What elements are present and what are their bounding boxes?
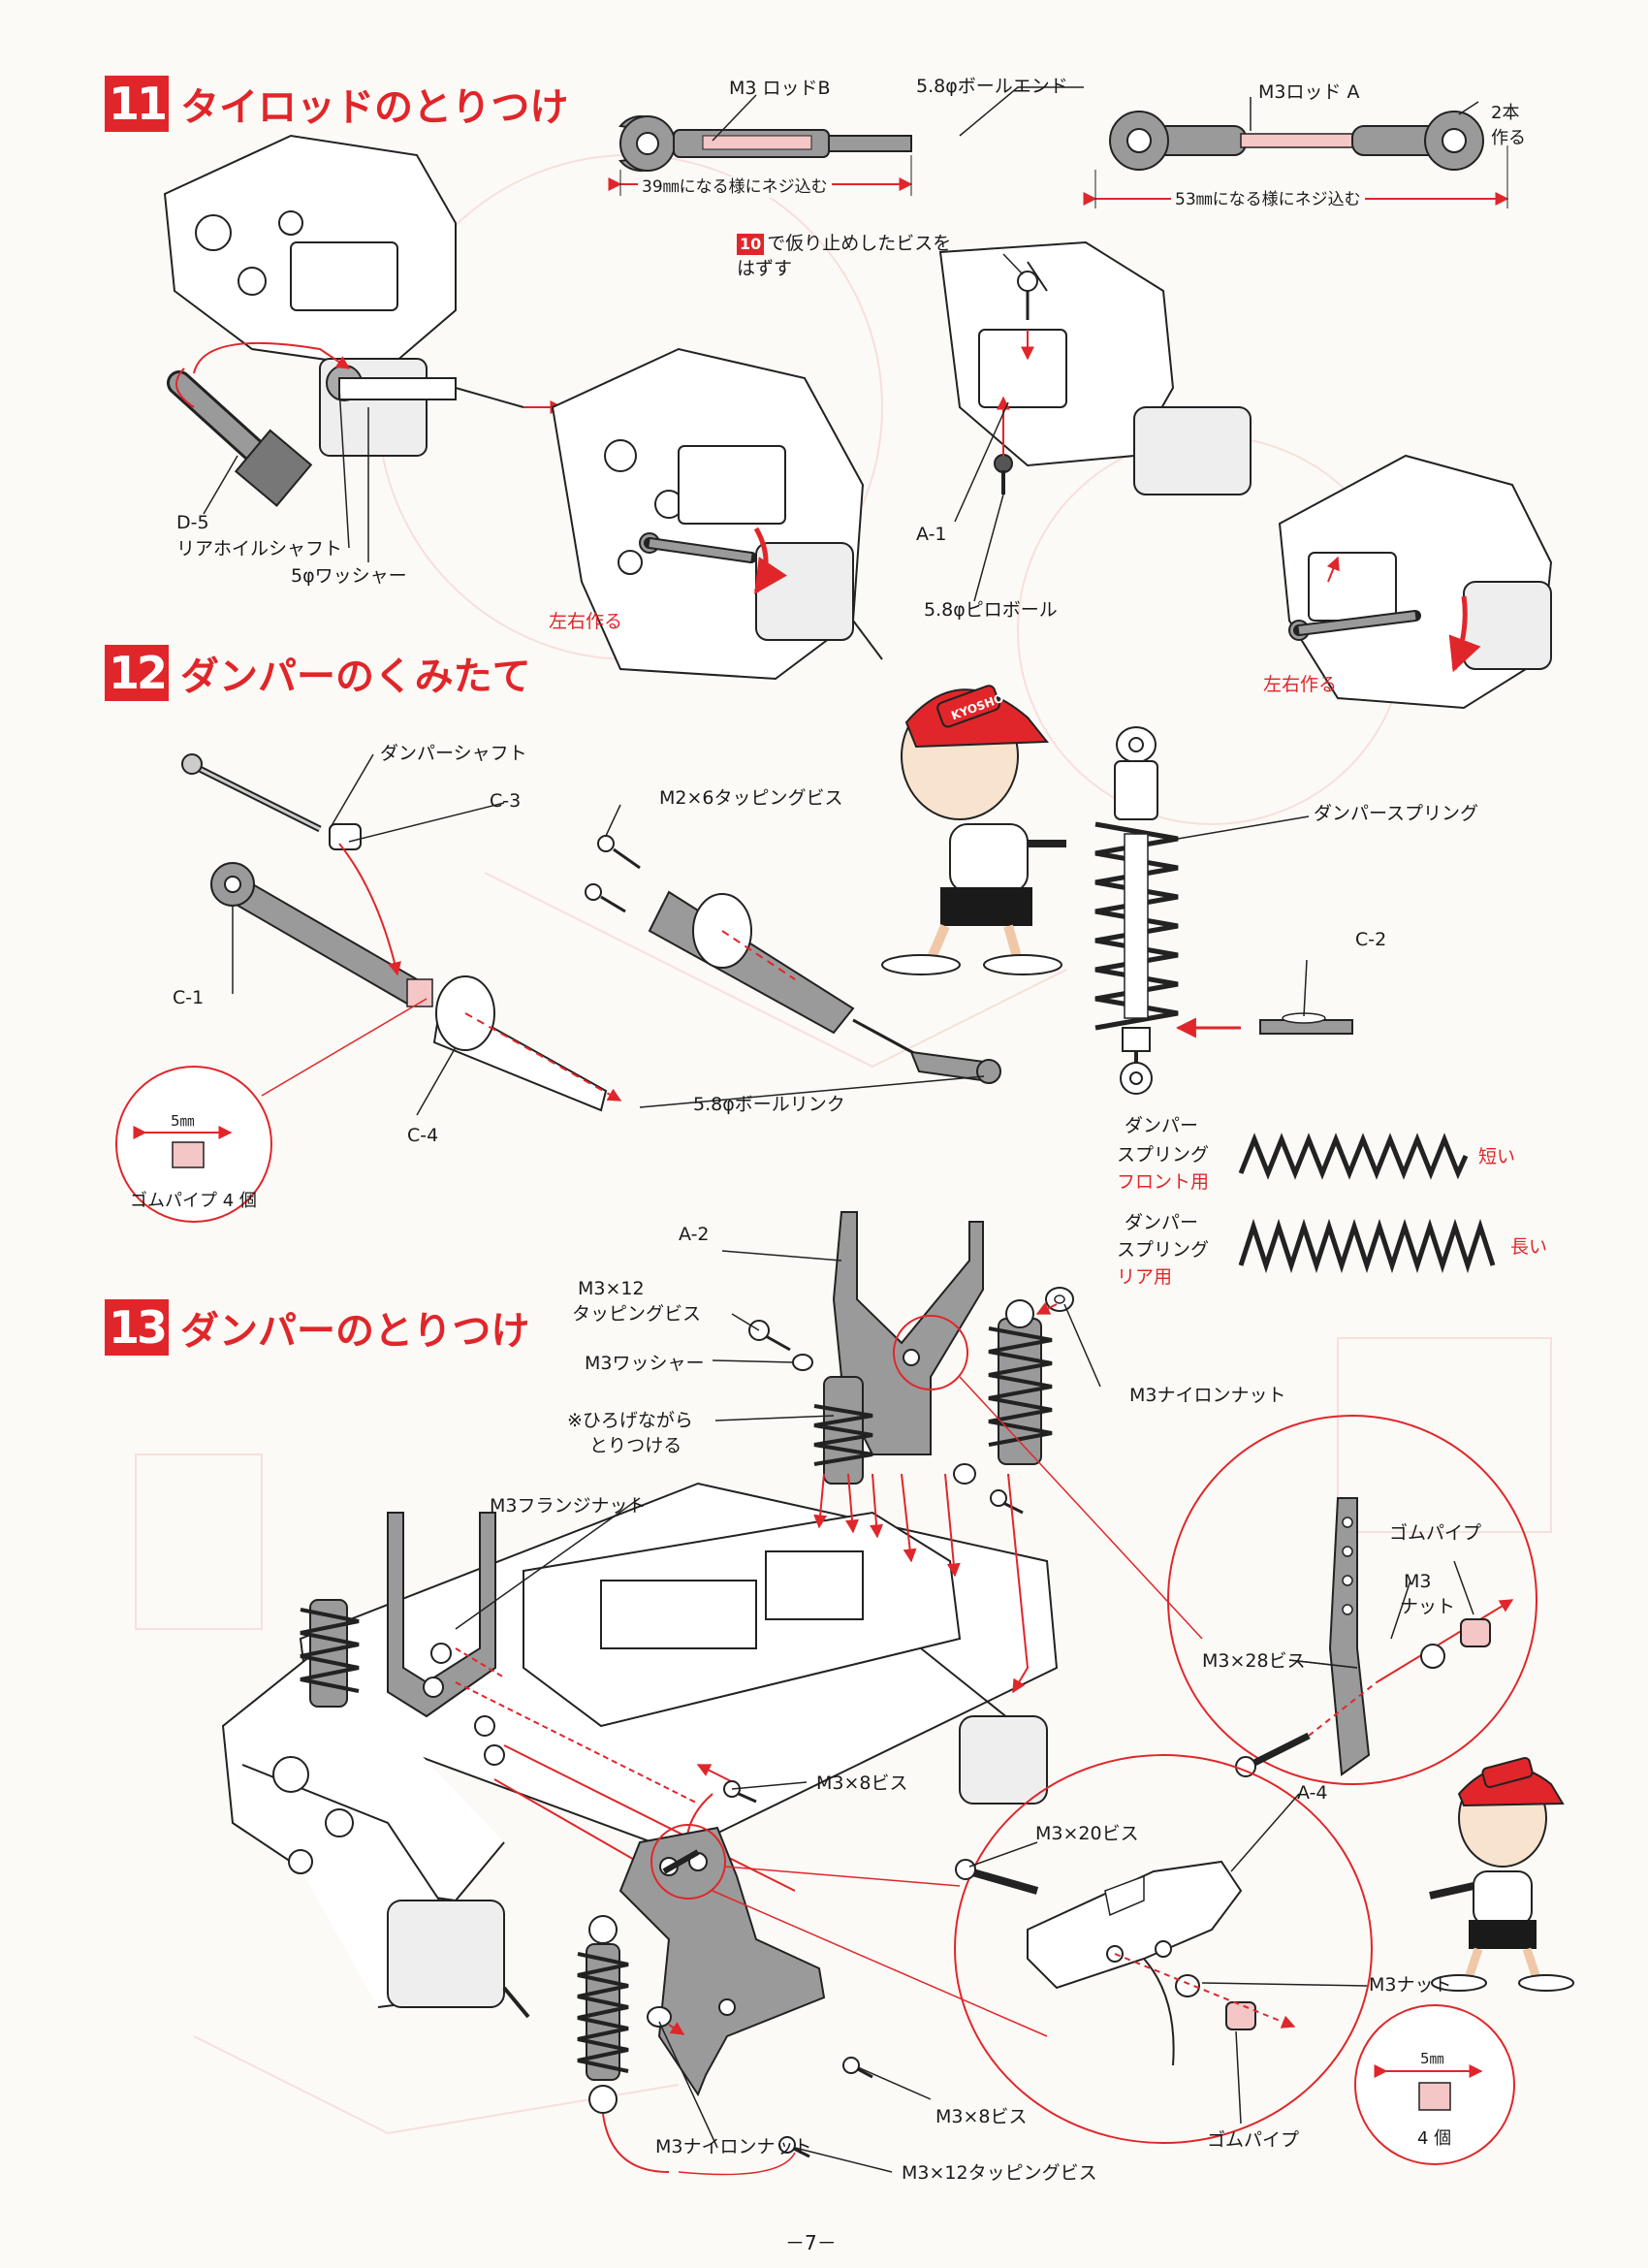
damper-spring-label: ダンパースプリング: [1314, 803, 1479, 824]
m3-nut-detail-line1: M3: [1404, 1571, 1432, 1592]
short-label: 短い: [1478, 1146, 1516, 1167]
remove-screw-note-line2: はずす: [737, 258, 793, 279]
leader-lines: [203, 86, 1479, 2173]
m3x8-screw-label-b: M3×8ビス: [935, 2106, 1028, 2127]
c2-label: C-2: [1355, 929, 1387, 950]
a2-label: A-2: [679, 1224, 710, 1245]
nylon-nut-label-bottom: M3ナイロンナット: [655, 2136, 812, 2157]
m3-nut-label: M3ナット: [1369, 1974, 1452, 1996]
tapping-screw-m2x6-label: M2×6タッピングビス: [659, 787, 843, 809]
make-two-note: 2本作る: [1491, 103, 1526, 148]
rod-a-dimension: 53㎜になる様にネジ込む: [1171, 189, 1365, 210]
front-damper-installed: [577, 1915, 670, 2173]
a4-label: A-4: [1297, 1782, 1328, 1804]
damper-right-installed: [988, 1299, 1053, 1465]
m3-washer-label: M3ワッシャー: [585, 1353, 705, 1374]
rear-damper-stay-installed: [300, 1512, 505, 1766]
rod-b-label: M3 ロッドB: [729, 78, 831, 99]
spread-note-line2: とりつける: [589, 1435, 682, 1456]
chassis-sketch-3: [938, 240, 1252, 495]
chassis-sketch-2: [551, 347, 883, 681]
a4-detail-ellipse: [954, 1754, 1373, 2144]
rubber-pipe-label-bottom: ゴムパイプ: [1207, 2129, 1300, 2151]
section-11-title: タイロッドのとりつけ: [180, 85, 569, 130]
section-12-title: ダンパーのくみたて: [180, 655, 531, 699]
rubber-pipe-dim: 5㎜: [171, 1112, 195, 1130]
rubber-pipe-count-2: 4 個: [1417, 2128, 1452, 2149]
damper-cap-c4: [432, 975, 622, 1112]
spring-front-short: [1238, 1133, 1469, 1180]
tap12-label-bottom: M3×12タッピングビス: [902, 2162, 1097, 2184]
rear-spring-line1: ダンパー: [1125, 1212, 1199, 1233]
damper-left-installed: [813, 1376, 873, 1485]
long-label: 長い: [1510, 1236, 1548, 1258]
nylon-nut-label: M3ナイロンナット: [1129, 1385, 1286, 1406]
rubber-pipe-dim-2: 5㎜: [1420, 2050, 1444, 2067]
pillow-ball-screw: [994, 271, 1038, 495]
ball-link-label: 5.8φボールリンク: [693, 1094, 845, 1115]
section-13-number: 13: [105, 1299, 169, 1356]
damper-assembled-2: [585, 835, 1001, 1084]
chassis-sketch-4: [1278, 454, 1553, 710]
rear-spring-line3: リア用: [1117, 1266, 1173, 1288]
rear-spring-line2: スプリング: [1117, 1239, 1210, 1261]
small-hardware-13-bottom: [647, 1780, 873, 2176]
section-12-number: 12: [105, 645, 169, 701]
tap12-label-line2: タッピングビス: [572, 1303, 702, 1325]
rear-wheel-shaft-label: リアホイルシャフト: [176, 538, 343, 559]
rubber-pipe-count-label: ゴムパイプ 4 個: [130, 1191, 257, 1211]
a1-label: A-1: [916, 524, 947, 545]
damper-body-c1: [210, 862, 433, 1007]
make-left-right-note-2: 左右作る: [1263, 674, 1338, 695]
d5-label: D-5: [176, 512, 209, 533]
section-13-title: ダンパーのとりつけ: [180, 1309, 530, 1354]
tap12-label-line1: M3×12: [578, 1278, 645, 1299]
front-damper-stay-a4-installed: [618, 1824, 1048, 2097]
chassis-sketch-1: [163, 134, 524, 457]
c4-label: C-4: [407, 1125, 439, 1146]
m3x20-screw-label: M3×20ビス: [1035, 1823, 1139, 1844]
spread-note-line1: ※ひろげながら: [567, 1410, 693, 1431]
flange-nut-label: M3フランジナット: [490, 1495, 647, 1517]
front-spring-line1: ダンパー: [1125, 1115, 1199, 1136]
section-13-heading: 13 ダンパーのとりつけ: [105, 1299, 529, 1356]
damper-with-spring: [1094, 726, 1353, 1095]
main-chassis: [221, 1482, 1059, 2019]
m3x8-screw-label-a: M3×8ビス: [816, 1773, 908, 1794]
m3x28-screw-label: M3×28ビス: [1202, 1650, 1306, 1672]
rear-wheel-shaft-part: [167, 367, 313, 507]
a2-detail-circle: [1167, 1415, 1537, 1785]
section-ref-tag: 10: [737, 234, 765, 255]
spring-rear-long: [1238, 1218, 1496, 1274]
kyosho-mascot-1: [881, 685, 1066, 975]
page-number: －7－: [785, 2231, 837, 2254]
tie-rod-installed-2: [1288, 556, 1481, 673]
section-11-heading: 11 タイロッドのとりつけ: [105, 76, 568, 132]
section-11-number: 11: [105, 76, 169, 132]
rod-b-dimension: 39㎜になる様にネジ込む: [638, 176, 832, 198]
rod-a-drawing: [1083, 111, 1509, 208]
ball-end-label: 5.8φボールエンド: [916, 76, 1068, 97]
damper-shaft-label: ダンパーシャフト: [380, 743, 527, 764]
c3-label: C-3: [490, 790, 522, 812]
section-12-heading: 12 ダンパーのくみたて: [105, 645, 531, 701]
c1-label: C-1: [173, 987, 205, 1008]
front-spring-line2: スプリング: [1117, 1144, 1210, 1166]
pillow-ball-label: 5.8φピロボール: [924, 599, 1058, 621]
m3-nut-detail-line2: ナット: [1400, 1596, 1456, 1617]
damper-shaft-part: [181, 753, 362, 850]
make-left-right-note-1: 左右作る: [549, 611, 623, 632]
kyosho-mascot-2: [1429, 1756, 1574, 1992]
front-spring-line3: フロント用: [1117, 1171, 1210, 1193]
washer-label: 5φワッシャー: [291, 565, 407, 587]
rod-a-label: M3ロッド A: [1258, 81, 1360, 103]
rubber-pipe-label-detail: ゴムパイプ: [1389, 1522, 1482, 1544]
tie-rod-installed-1: [639, 527, 788, 594]
